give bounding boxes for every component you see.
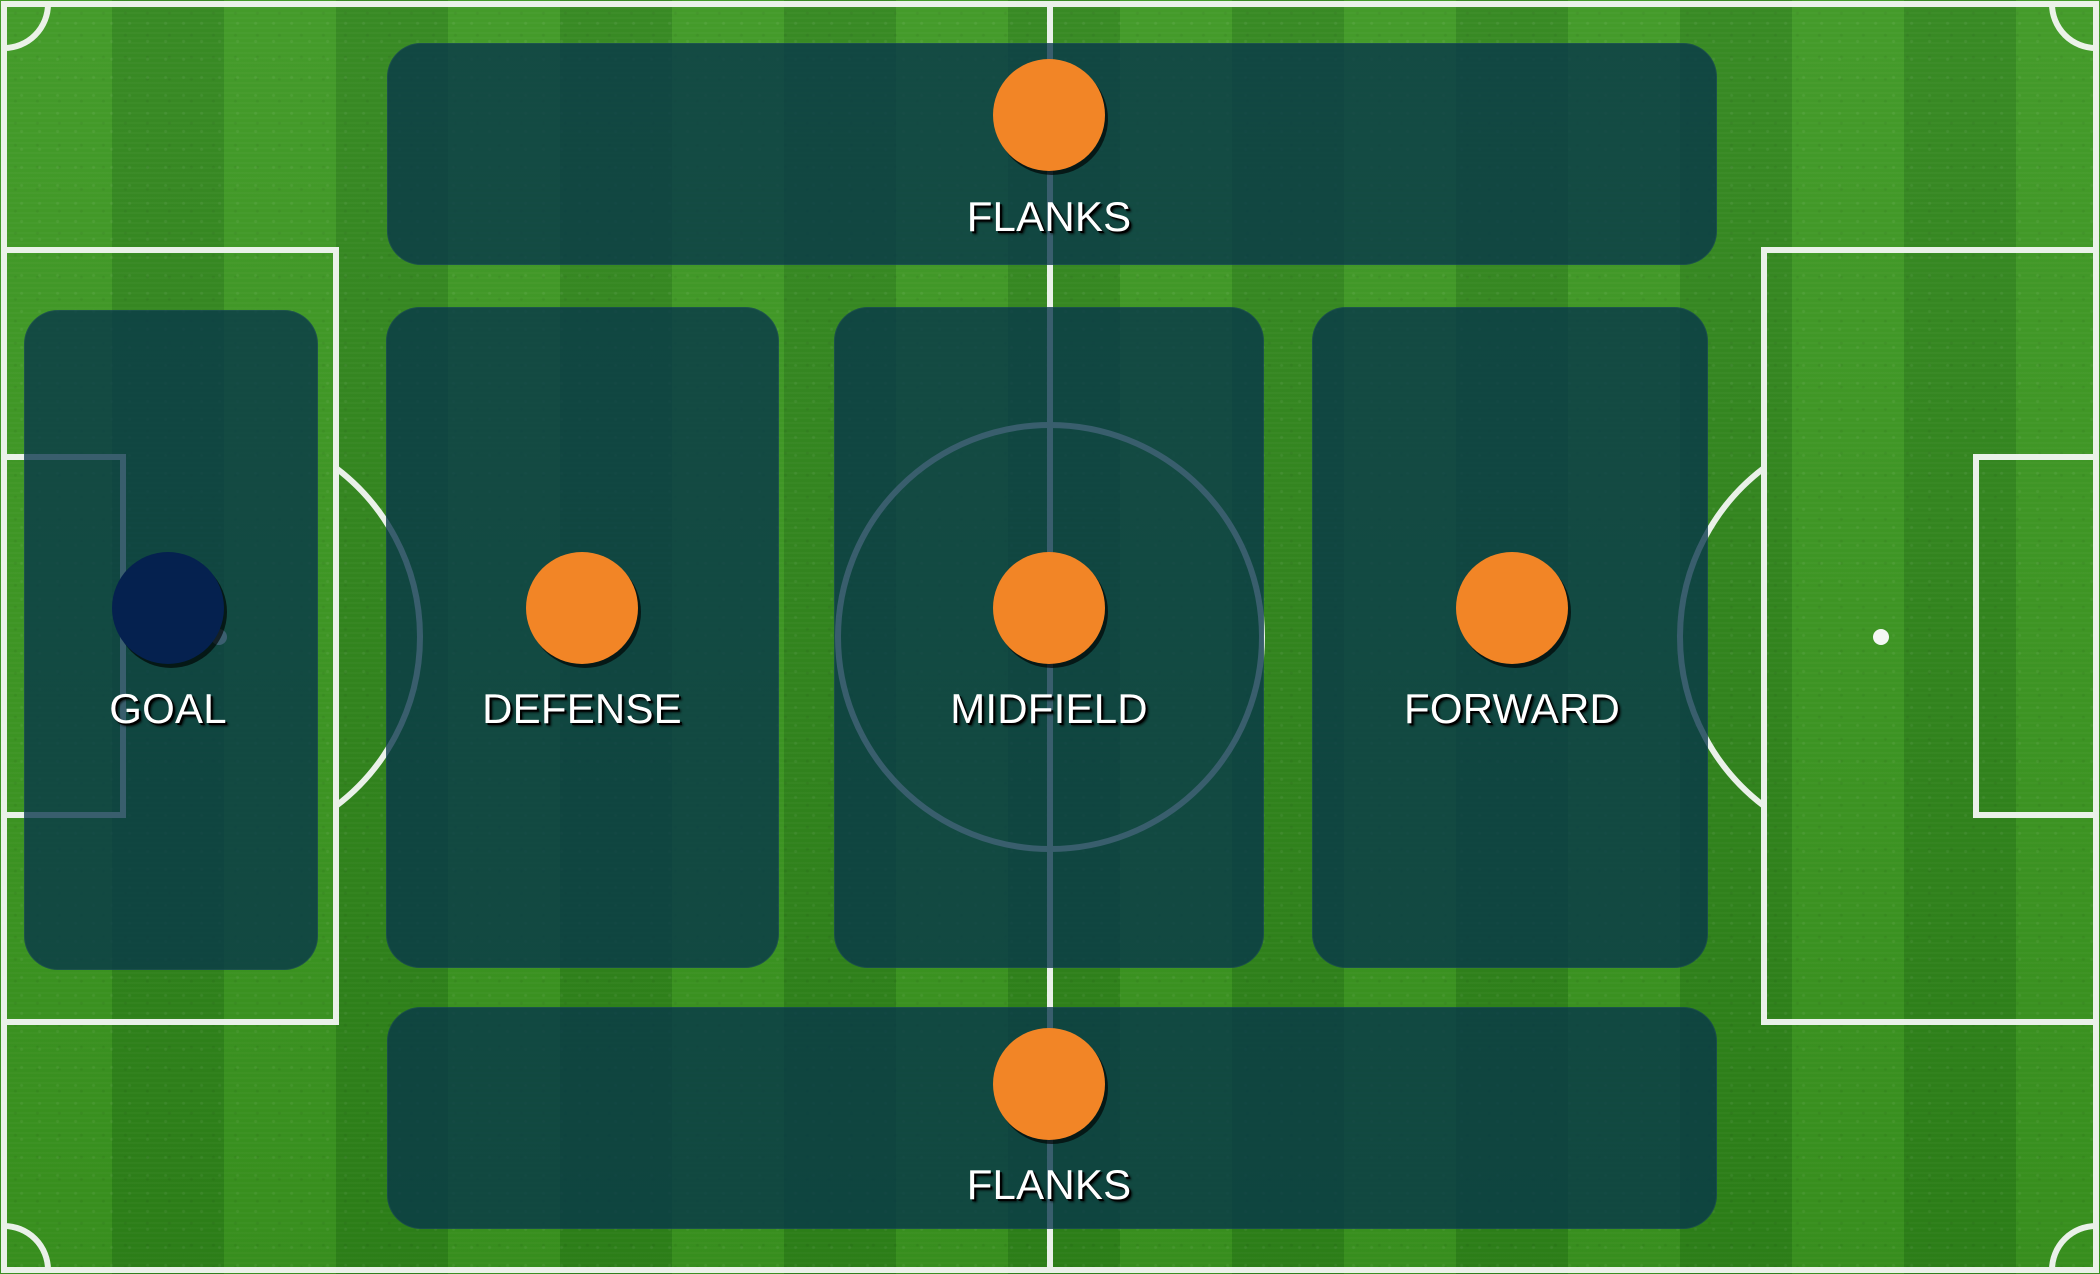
defense-player-marker — [526, 552, 638, 664]
midfield-label: MIDFIELD — [950, 685, 1148, 732]
right-penalty-spot — [1873, 629, 1889, 645]
top-left-corner-arc — [3, 3, 51, 51]
top-flanks-label: FLANKS — [966, 193, 1132, 240]
defense-label: DEFENSE — [482, 685, 682, 732]
right-penalty-area — [1761, 247, 2099, 1025]
bottom-right-corner-arc — [2049, 1223, 2097, 1271]
bottom-left-corner-arc — [3, 1223, 51, 1271]
goal-player-marker — [112, 552, 224, 664]
top-flanks-player-marker — [993, 59, 1105, 171]
forward-player-marker — [1456, 552, 1568, 664]
midfield-player-marker — [993, 552, 1105, 664]
right-goal-area — [1973, 454, 2099, 818]
top-right-corner-arc — [2049, 3, 2097, 51]
goal-label: GOAL — [109, 685, 227, 732]
forward-label: FORWARD — [1403, 685, 1621, 732]
bottom-flanks-label: FLANKS — [966, 1161, 1132, 1208]
bottom-flanks-player-marker — [993, 1028, 1105, 1140]
